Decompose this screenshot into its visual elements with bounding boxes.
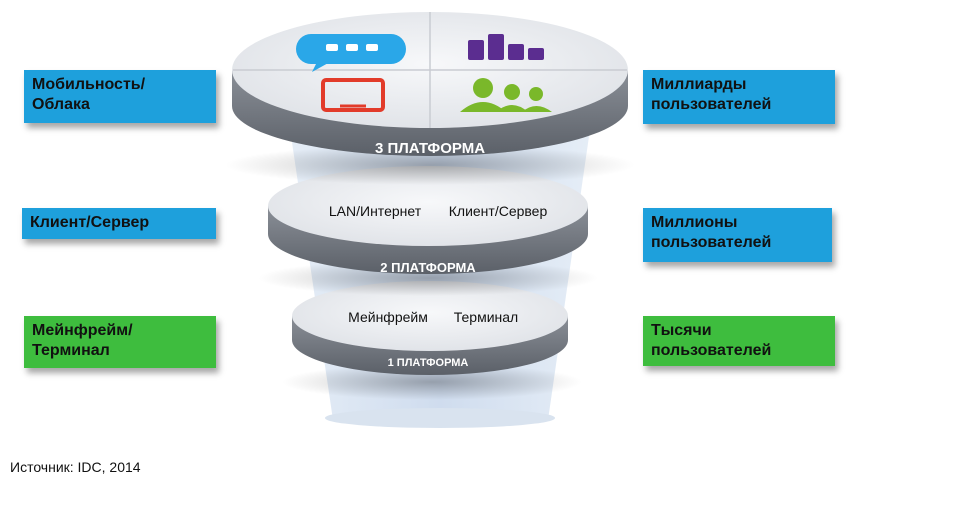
left-label-mobility-cloud: Мобильность/ Облака <box>24 70 216 123</box>
label-line: Мобильность/ <box>32 76 146 93</box>
platform-1-left-text: Мейнфрейм <box>348 309 428 325</box>
platform-1-label: 1 ПЛАТФОРМА <box>388 357 469 369</box>
tablet-icon <box>321 78 385 112</box>
bar-chart-icon <box>468 34 544 60</box>
label-line: Миллиарды <box>651 76 747 93</box>
label-line: пользователей <box>651 234 772 251</box>
right-label-billions-users: Миллиарды пользователей <box>643 70 835 124</box>
platform-2-label: 2 ПЛАТФОРМА <box>380 260 476 275</box>
right-label-millions-users: Миллионы пользователей <box>643 208 832 262</box>
platform-3-shadow <box>225 145 635 185</box>
source-caption: Источник: IDC, 2014 <box>10 459 141 475</box>
label-line: Миллионы <box>651 214 738 231</box>
left-label-mainframe-terminal: Мейнфрейм/ Терминал <box>24 316 216 368</box>
label-line: Тысячи <box>651 322 712 339</box>
label-line: пользователей <box>651 96 772 113</box>
platform-2-shadow <box>258 260 598 296</box>
platform-1-shadow <box>282 364 582 400</box>
platform-3-label: 3 ПЛАТФОРМА <box>375 140 485 157</box>
label-line: Терминал <box>32 342 110 359</box>
label-line: Клиент/Сервер <box>30 214 150 231</box>
platform-2-left-text: LAN/Интернет <box>329 203 422 219</box>
platform-2-right-text: Клиент/Сервер <box>449 203 548 219</box>
platform-1-top <box>292 281 568 351</box>
label-line: Мейнфрейм/ <box>32 322 133 339</box>
label-line: пользователей <box>651 342 772 359</box>
left-label-client-server: Клиент/Сервер <box>22 208 216 239</box>
users-icon <box>460 78 552 112</box>
label-line: Облака <box>32 96 90 113</box>
funnel-base-shadow <box>325 408 555 428</box>
platform-1-right-text: Терминал <box>454 309 518 325</box>
chat-bubble-icon <box>296 34 406 72</box>
platform-2-top <box>268 166 588 246</box>
right-label-thousands-users: Тысячи пользователей <box>643 316 835 366</box>
